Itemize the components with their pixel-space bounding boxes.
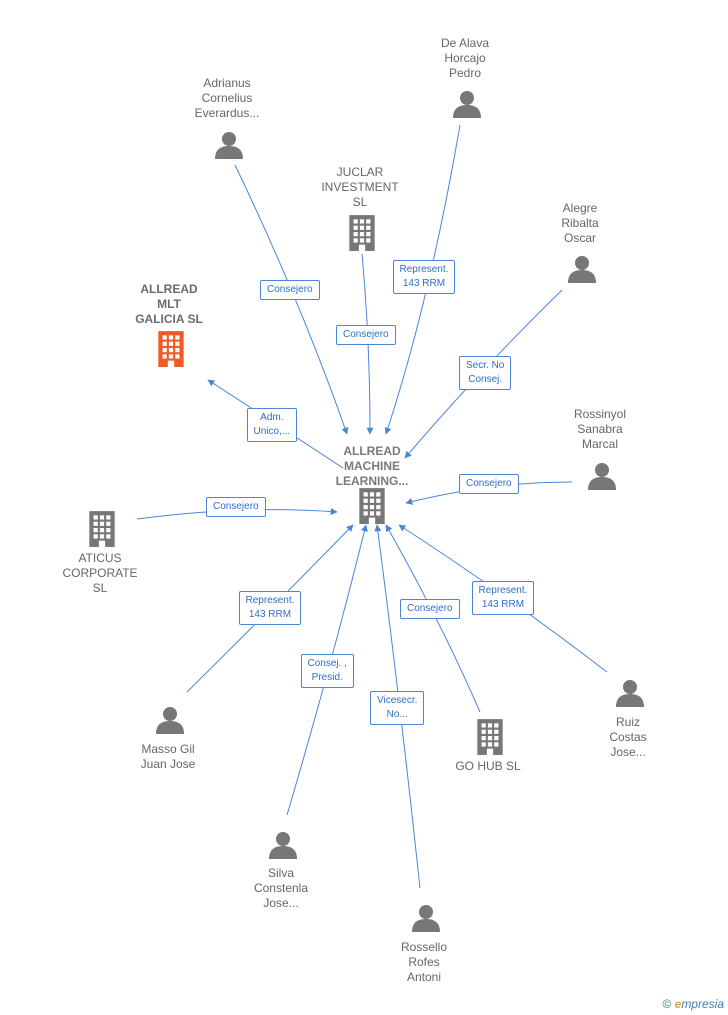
node-label-silva[interactable]: Silva Constenla Jose...	[253, 866, 309, 910]
person-icon-dealava[interactable]	[453, 91, 481, 118]
node-label-aticus[interactable]: ATICUS CORPORATE SL	[62, 551, 138, 595]
node-label-adrianus[interactable]: Adrianus Cornelius Everardus...	[194, 76, 260, 120]
edge-label-gohub-center[interactable]: Consejero	[400, 599, 460, 619]
node-label-masso[interactable]: Masso Gil Juan Jose	[140, 742, 196, 771]
edge-gohub-center	[385, 524, 481, 713]
edge-label-aticus-center[interactable]: Consejero	[206, 497, 266, 517]
edge-label-adrianus-center[interactable]: Consejero	[260, 280, 320, 300]
node-label-galicia[interactable]: ALLREAD MLT GALICIA SL	[135, 282, 203, 326]
person-icon-silva[interactable]	[269, 832, 297, 859]
building-icon-aticus[interactable]	[89, 511, 115, 547]
node-label-rossinyol[interactable]: Rossinyol Sanabra Marcal	[573, 407, 627, 451]
edge-label-alegre-center[interactable]: Secr. No Consej.	[459, 356, 512, 390]
building-icon-gohub[interactable]	[477, 719, 503, 755]
node-label-dealava[interactable]: De Alava Horcajo Pedro	[440, 36, 490, 80]
building-icon-juclar[interactable]	[349, 215, 375, 251]
person-icon-alegre[interactable]	[568, 256, 596, 283]
brand-logo-e: e	[674, 997, 682, 1011]
node-label-center[interactable]: ALLREAD MACHINE LEARNING...	[335, 444, 409, 488]
building-icon-center[interactable]	[359, 488, 385, 524]
edge-label-silva-center[interactable]: Consej. , Presid.	[300, 654, 354, 688]
node-label-alegre[interactable]: Alegre Ribalta Oscar	[561, 201, 599, 245]
node-label-rossello[interactable]: Rossello Rofes Antoni	[400, 940, 448, 984]
brand-logo-text: mpresia	[681, 997, 724, 1011]
edge-label-rossinyol-center[interactable]: Consejero	[459, 474, 519, 494]
brand-footer[interactable]: © empresia	[662, 997, 724, 1011]
person-icon-adrianus[interactable]	[215, 132, 243, 159]
edge-label-masso-center[interactable]: Represent. 143 RRM	[238, 591, 302, 625]
node-label-ruiz[interactable]: Ruiz Costas Jose...	[609, 715, 647, 759]
person-icon-rossello[interactable]	[412, 905, 440, 932]
person-icon-ruiz[interactable]	[616, 680, 644, 707]
edge-label-ruiz-center[interactable]: Represent. 143 RRM	[471, 581, 535, 615]
building-icon-galicia[interactable]	[158, 331, 184, 367]
node-label-gohub[interactable]: GO HUB SL	[455, 759, 521, 773]
person-icon-masso[interactable]	[156, 707, 184, 734]
copyright-symbol: ©	[662, 997, 672, 1011]
person-icon-rossinyol[interactable]	[588, 463, 616, 490]
node-label-juclar[interactable]: JUCLAR INVESTMENT SL	[321, 165, 399, 209]
edge-label-center-galicia[interactable]: Adm. Unico,...	[246, 408, 298, 442]
edge-label-rossello-center[interactable]: Vicesecr. No...	[370, 691, 425, 725]
edge-label-juclar-center[interactable]: Consejero	[336, 325, 396, 345]
edge-label-dealava-center[interactable]: Represent. 143 RRM	[392, 260, 456, 294]
